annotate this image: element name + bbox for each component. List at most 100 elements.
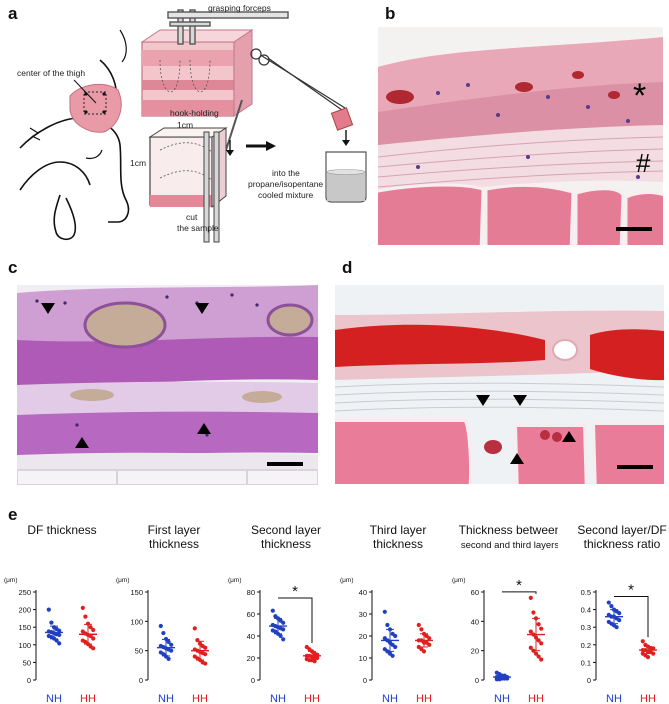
- label-dim-width: 1cm: [177, 120, 194, 130]
- data-point-nh: [57, 641, 62, 646]
- data-point-hh: [533, 651, 539, 656]
- data-point-hh: [651, 651, 656, 656]
- data-point-hh: [203, 661, 208, 666]
- label-cut: cut: [186, 212, 198, 222]
- arrowhead-c-3: [75, 437, 89, 448]
- category-label-hh: HH: [80, 693, 96, 704]
- category-label-nh: NH: [494, 693, 510, 704]
- y-tick-label: 0.4: [581, 606, 591, 615]
- chart-title-line: second and third layers: [461, 540, 558, 551]
- y-tick-label: 100: [18, 641, 31, 650]
- category-label-nh: NH: [46, 693, 62, 704]
- micrograph-c: [17, 285, 318, 485]
- data-point-nh: [46, 607, 51, 612]
- category-label-hh: HH: [416, 693, 432, 704]
- data-point-nh: [57, 632, 62, 638]
- data-point-hh: [536, 654, 541, 659]
- data-point-nh: [161, 630, 166, 636]
- chart-title-line: thickness: [261, 537, 311, 551]
- y-tick-label: 0: [475, 676, 479, 685]
- y-tick-label: 40: [359, 588, 367, 597]
- data-point-nh: [57, 628, 62, 633]
- data-point-nh: [54, 638, 59, 643]
- y-tick-label: 0.1: [581, 658, 591, 667]
- data-point-hh: [528, 595, 533, 600]
- chart-title-line: thickness: [149, 537, 199, 551]
- data-point-nh: [270, 608, 275, 613]
- arrowhead-c-2: [195, 303, 209, 314]
- data-point-nh: [166, 656, 171, 661]
- scale-bar-d: [617, 465, 653, 469]
- y-tick-label: 50: [135, 647, 143, 656]
- y-tick-label: 250: [18, 588, 31, 597]
- significance-bracket: [502, 591, 537, 594]
- chart-title-line: thickness ratio: [584, 537, 661, 551]
- label-propane-isopentane: propane/isopentane: [248, 179, 324, 189]
- data-point-hh: [91, 636, 96, 641]
- data-point-nh: [393, 633, 398, 639]
- data-point-hh: [539, 641, 544, 646]
- y-tick-label: 0.2: [581, 641, 591, 650]
- y-tick-label: 50: [23, 658, 31, 667]
- layer-marker-star: *: [633, 77, 647, 115]
- y-tick-label: 200: [18, 606, 31, 615]
- label-cooled-mixture: cooled mixture: [258, 190, 314, 200]
- micrograph-b: * #: [378, 27, 663, 245]
- data-point-hh: [421, 649, 427, 654]
- category-label-hh: HH: [528, 693, 544, 704]
- chart-5: Thickness between second and third layers…: [452, 523, 558, 704]
- category-label-nh: NH: [606, 693, 622, 704]
- data-point-hh: [315, 655, 320, 661]
- label-grasping-forceps: grasping forceps: [208, 3, 271, 13]
- data-point-hh: [91, 646, 96, 651]
- arrowhead-c-1: [41, 303, 55, 314]
- chart-title-line: First layer: [148, 523, 201, 537]
- category-label-nh: NH: [158, 693, 174, 704]
- y-tick-label: 30: [359, 610, 367, 619]
- y-tick-label: 0: [27, 676, 31, 685]
- chart-title-line: Thickness between: [459, 523, 558, 537]
- axis-unit-label: (μm): [228, 577, 242, 584]
- y-tick-label: 150: [18, 623, 31, 632]
- axis-unit-label: (μm): [452, 577, 466, 584]
- data-point-nh: [609, 603, 614, 609]
- data-point-hh: [651, 646, 656, 651]
- significance-bracket: [614, 596, 649, 638]
- data-point-nh: [393, 644, 398, 650]
- panel-label-c: c: [8, 258, 18, 277]
- scale-bar-c: [267, 462, 303, 466]
- chart-title-line: thickness: [373, 537, 423, 551]
- data-point-hh: [528, 645, 533, 650]
- arrowhead-d-4: [510, 453, 524, 464]
- y-tick-label: 0.3: [581, 623, 591, 632]
- data-point-hh: [539, 626, 544, 631]
- data-point-hh: [528, 629, 533, 634]
- data-point-nh: [382, 609, 387, 614]
- category-label-hh: HH: [192, 693, 208, 704]
- data-point-nh: [606, 600, 611, 605]
- arrowhead-d-3: [562, 431, 576, 442]
- y-tick-label: 0.5: [581, 588, 591, 597]
- scale-bar-b: [616, 227, 652, 231]
- data-point-nh: [617, 618, 622, 623]
- data-point-hh: [640, 639, 645, 644]
- axis-unit-label: (μm): [340, 577, 354, 584]
- data-point-hh: [539, 657, 544, 662]
- y-tick-label: 0: [251, 676, 255, 685]
- data-point-nh: [166, 639, 171, 644]
- arrowhead-c-4: [197, 423, 211, 434]
- label-into-the: into the: [272, 168, 300, 178]
- data-point-hh: [536, 638, 541, 643]
- y-tick-label: 60: [247, 610, 255, 619]
- data-point-hh: [83, 614, 88, 619]
- y-tick-label: 0: [363, 676, 367, 685]
- arrowhead-d-1: [476, 395, 490, 406]
- axis-unit-label: (μm): [116, 577, 130, 584]
- panel-label-d: d: [342, 258, 353, 277]
- data-point-hh: [203, 652, 208, 657]
- y-tick-label: 20: [247, 654, 255, 663]
- data-point-nh: [158, 623, 163, 629]
- data-point-hh: [91, 627, 96, 633]
